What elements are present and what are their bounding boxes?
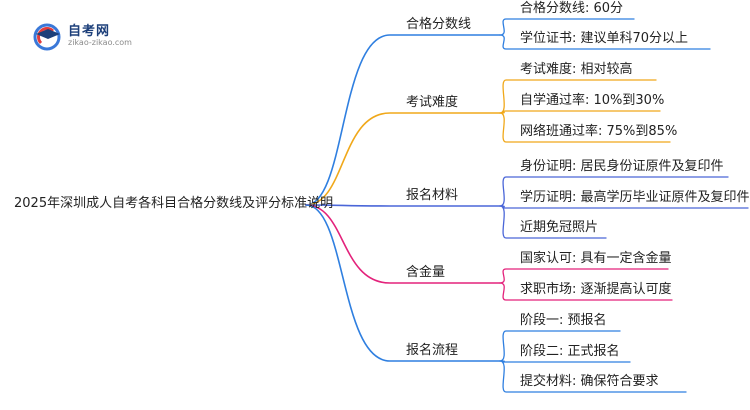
- leaf-edge-2-3: [499, 112, 671, 143]
- leaf-5-1[interactable]: 阶段一: 预报名: [520, 313, 607, 328]
- root-topic[interactable]: 2025年深圳成人自考各科目合格分数线及评分标准说明: [14, 196, 334, 211]
- leaf-2-1[interactable]: 考试难度: 相对较高: [520, 62, 633, 77]
- leaf-edge-3-1: [499, 176, 729, 207]
- leaf-2-3[interactable]: 网络班通过率: 75%到85%: [520, 124, 678, 139]
- logo-name: 自考网: [68, 24, 111, 39]
- leaf-3-1[interactable]: 身份证明: 居民身份证原件及复印件: [520, 159, 724, 174]
- leaf-edge-3-2: [499, 205, 749, 209]
- branch-edge-4: [305, 204, 501, 284]
- leaf-4-2[interactable]: 求职市场: 逐渐提高认可度: [520, 282, 672, 297]
- leaf-edge-5-2: [499, 360, 631, 363]
- branch-4[interactable]: 含金量: [406, 265, 446, 280]
- leaf-edge-2-2: [499, 110, 661, 114]
- leaf-2-2[interactable]: 自学通过率: 10%到30%: [520, 93, 665, 108]
- leaf-edge-4-1: [499, 268, 669, 284]
- leaf-edge-3-3: [499, 205, 607, 239]
- branch-3[interactable]: 报名材料: [406, 188, 459, 203]
- branch-2[interactable]: 考试难度: [406, 95, 459, 110]
- branch-1[interactable]: 合格分数线: [406, 17, 472, 32]
- logo-domain: zikao-zikao.com: [68, 38, 132, 47]
- branch-edge-5: [305, 204, 501, 362]
- leaf-edge-5-3: [499, 360, 687, 393]
- leaf-3-3[interactable]: 近期免冠照片: [520, 220, 599, 235]
- leaf-5-3[interactable]: 提交材料: 确保符合要求: [520, 374, 659, 389]
- leaf-5-2[interactable]: 阶段二: 正式报名: [520, 344, 620, 359]
- leaf-1-2[interactable]: 学位证书: 建议单科70分以上: [520, 31, 689, 46]
- leaf-4-1[interactable]: 国家认可: 具有一定含金量: [520, 251, 672, 266]
- leaf-3-2[interactable]: 学历证明: 最高学历毕业证原件及复印件: [520, 190, 750, 205]
- site-logo[interactable]: 自考网 zikao-zikao.com: [32, 20, 172, 54]
- branch-edge-1: [305, 34, 501, 206]
- leaf-1-1[interactable]: 合格分数线: 60分: [520, 1, 624, 16]
- leaf-edge-1-2: [499, 34, 711, 50]
- branch-5[interactable]: 报名流程: [406, 343, 459, 358]
- graduation-cap-logo-icon: [33, 23, 61, 51]
- branch-edge-3: [305, 204, 501, 207]
- branch-edge-2: [305, 112, 501, 206]
- leaf-edge-2-1: [499, 79, 657, 114]
- leaf-edge-4-2: [499, 282, 673, 301]
- leaf-edge-1-1: [499, 18, 635, 36]
- leaf-edge-5-1: [499, 330, 621, 362]
